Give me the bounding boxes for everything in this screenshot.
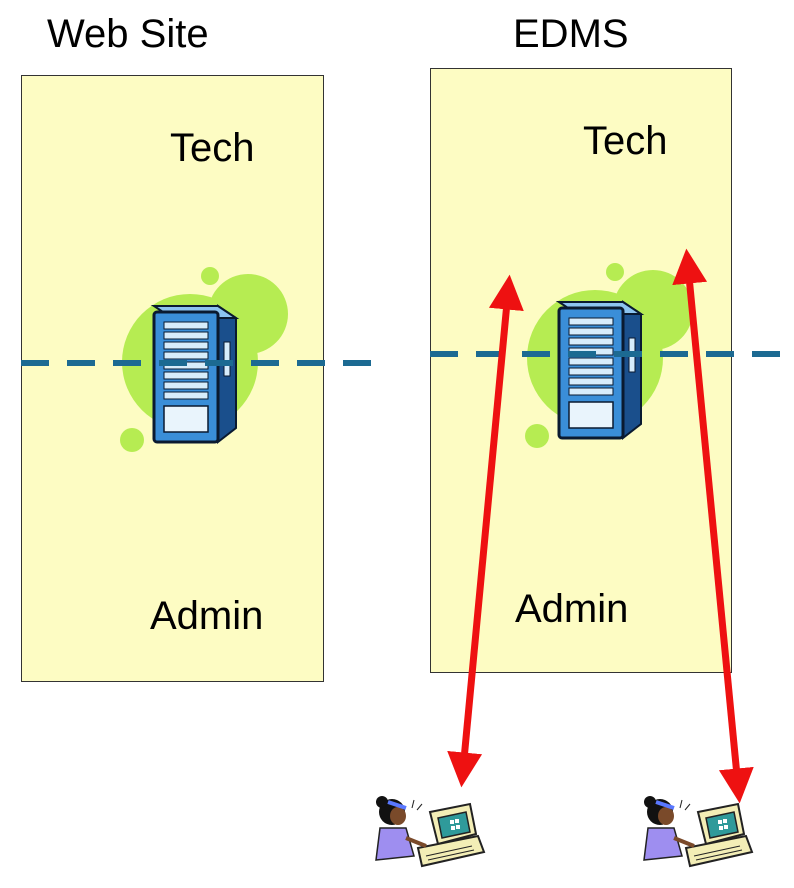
edms-title: EDMS [513,12,629,56]
user-at-computer-icon [374,794,486,868]
arrow-user2-to-edms [672,248,754,804]
web-site-title: Web Site [47,12,209,56]
user-at-computer-icon [642,794,754,868]
edms-tech-label: Tech [583,119,668,163]
web-site-server-icon [118,265,290,454]
web-site-tech-label: Tech [170,126,255,170]
edms-admin-label: Admin [515,587,629,631]
web-site-panel: Tech Admin [21,75,324,682]
arrow-user1-to-edms [447,274,524,788]
web-site-admin-label: Admin [150,594,264,638]
